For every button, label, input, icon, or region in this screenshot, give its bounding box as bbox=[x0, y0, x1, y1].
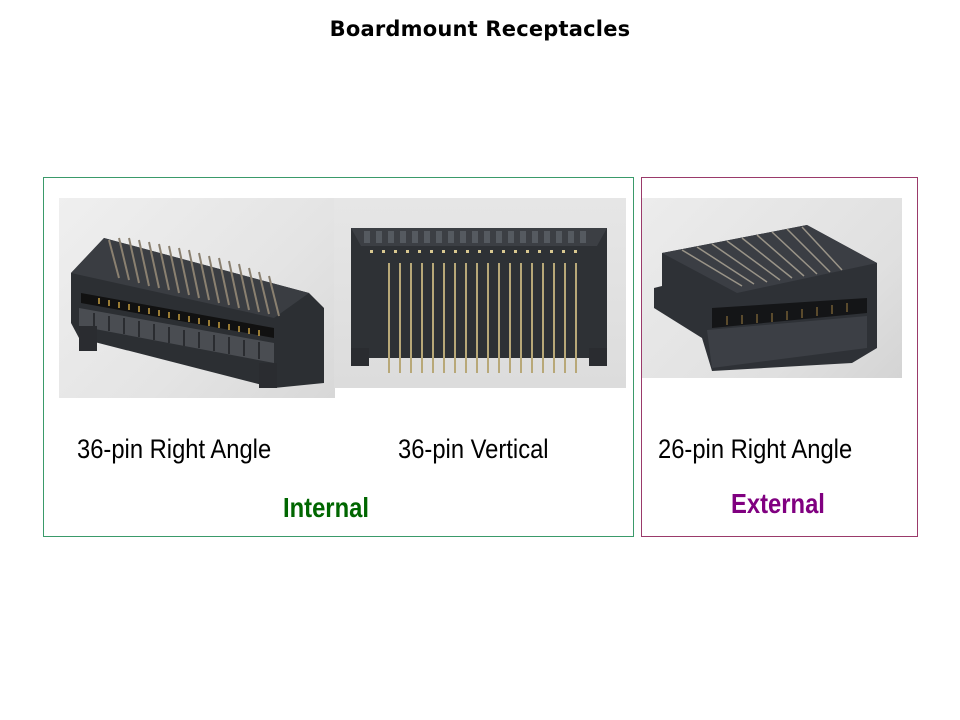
caption-36pin-right-angle: 36-pin Right Angle bbox=[77, 434, 272, 464]
connector-36pin-right-angle-icon bbox=[71, 237, 324, 388]
connector-photo-26pin-right-angle bbox=[642, 198, 902, 378]
caption-36pin-vertical: 36-pin Vertical bbox=[398, 434, 549, 464]
caption-26pin-right-angle: 26-pin Right Angle bbox=[658, 434, 853, 464]
connector-36pin-vertical-icon bbox=[351, 228, 607, 373]
connector-photo-36pin-right-angle bbox=[59, 198, 335, 398]
connector-26pin-right-angle-icon bbox=[654, 225, 877, 371]
slide-title: Boardmount Receptacles bbox=[329, 17, 631, 41]
connector-photo-36pin-vertical bbox=[334, 198, 626, 388]
external-group-box bbox=[641, 177, 918, 537]
group-label-external: External bbox=[731, 488, 825, 519]
internal-group-box bbox=[43, 177, 634, 537]
group-label-internal: Internal bbox=[283, 492, 369, 523]
